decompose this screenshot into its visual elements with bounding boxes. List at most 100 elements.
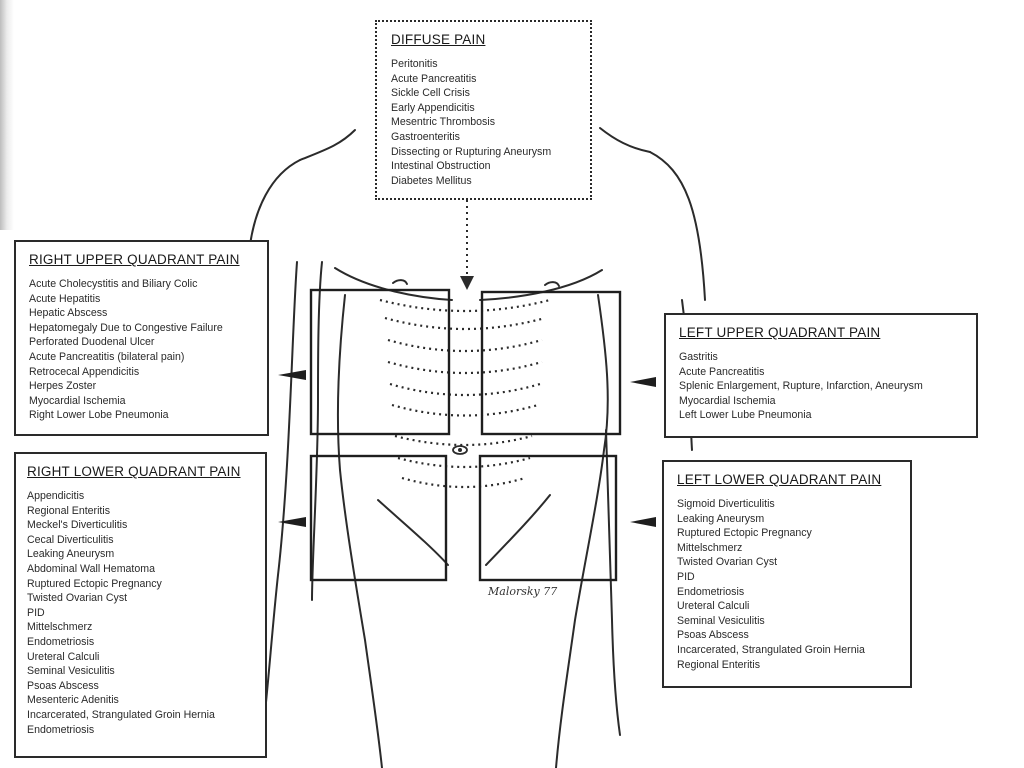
list-item: Seminal Vesiculitis	[27, 665, 115, 678]
list-item: PID	[27, 606, 45, 619]
list-item: Dissecting or Rupturing Aneurysm	[391, 145, 552, 158]
quadrant-frame-lower-left	[309, 454, 448, 582]
right-shoulder-outline	[649, 151, 706, 301]
nipple-left	[392, 279, 408, 285]
right-lower-quadrant-box: RIGHT LOWER QUADRANT PAIN Appendicitis R…	[14, 452, 267, 758]
list-item: Splenic Enlargement, Rupture, Infarction…	[679, 380, 923, 393]
list-item: Peritonitis	[391, 58, 438, 70]
arrow-luq	[630, 377, 656, 387]
list-item: Acute Pancreatitis	[391, 72, 477, 85]
navel-center	[458, 448, 462, 452]
list-item: Twisted Ovarian Cyst	[677, 556, 778, 569]
list-item: Ruptured Ectopic Pregnancy	[677, 527, 812, 540]
list-item: Abdominal Wall Hematoma	[27, 562, 155, 575]
list-item: Hepatic Abscess	[29, 307, 108, 320]
list-item: Twisted Ovarian Cyst	[27, 592, 128, 605]
left-inner-arm	[311, 261, 323, 601]
list-item: Ureteral Calculi	[27, 650, 100, 663]
pectoral-left	[334, 267, 453, 301]
list-item: Myocardial Ischemia	[679, 394, 776, 407]
quadrant-frames	[309, 288, 622, 582]
list-item: Sickle Cell Crisis	[391, 87, 470, 100]
list-item: Appendicitis	[27, 490, 85, 502]
list-item: Mesenteric Adenitis	[27, 694, 119, 707]
pointer-arrows	[278, 370, 656, 527]
rlq-list: Appendicitis Regional Enteritis Meckel's…	[27, 489, 254, 737]
torso-right-side	[555, 294, 609, 768]
diffuse-pain-box: DIFFUSE PAIN Peritonitis Acute Pancreati…	[375, 20, 592, 200]
right-flank-outline	[605, 429, 621, 736]
groin-right	[485, 494, 551, 566]
list-item: Endometriosis	[27, 635, 95, 648]
llq-title: LEFT LOWER QUADRANT PAIN	[677, 472, 882, 487]
list-item: Psoas Abscess	[27, 679, 99, 692]
list-item: Gastritis	[679, 351, 718, 363]
right-upper-quadrant-box: RIGHT UPPER QUADRANT PAIN Acute Cholecys…	[14, 240, 269, 436]
list-item: Herpes Zoster	[29, 380, 97, 393]
arrow-rlq	[278, 517, 306, 527]
left-arm-outline	[261, 261, 298, 741]
artist-signature: Malorsky 77	[488, 585, 558, 598]
list-item: Endometriosis	[27, 723, 95, 736]
list-item: Hepatomegaly Due to Congestive Failure	[29, 321, 223, 334]
list-item: Mittelschmerz	[677, 541, 743, 554]
rlq-title: RIGHT LOWER QUADRANT PAIN	[27, 464, 241, 479]
page-edge-shadow	[0, 0, 14, 230]
list-item: Acute Pancreatitis	[679, 365, 765, 378]
quadrant-frame-upper-right	[480, 290, 622, 436]
quadrant-frame-upper-left	[309, 288, 451, 436]
list-item: Perforated Duodenal Ulcer	[29, 336, 155, 349]
navel	[452, 445, 468, 455]
neck-right-line	[599, 127, 651, 153]
list-item: Myocardial Ischemia	[29, 394, 126, 407]
list-item: Regional Enteritis	[677, 658, 761, 671]
quadrant-frame-lower-right	[478, 454, 618, 582]
ruq-title: RIGHT UPPER QUADRANT PAIN	[29, 252, 240, 267]
left-upper-quadrant-box: LEFT UPPER QUADRANT PAIN Gastritis Acute…	[664, 313, 978, 438]
list-item: Leaking Aneurysm	[677, 512, 765, 525]
list-item: Acute Cholecystitis and Biliary Colic	[29, 278, 198, 290]
list-item: Early Appendicitis	[391, 101, 475, 114]
pectoral-right	[479, 269, 603, 301]
list-item: Retrocecal Appendicitis	[29, 365, 140, 378]
list-item: Leaking Aneurysm	[27, 548, 115, 561]
left-shoulder-outline	[249, 159, 301, 246]
list-item: Ruptured Ectopic Pregnancy	[27, 577, 162, 590]
list-item: Gastroenteritis	[391, 130, 460, 143]
diffuse-pain-title: DIFFUSE PAIN	[391, 32, 486, 47]
list-item: Psoas Abscess	[677, 629, 749, 642]
diffuse-pain-list: Peritonitis Acute Pancreatitis Sickle Ce…	[391, 57, 576, 188]
list-item: Right Lower Lobe Pneumonia	[29, 409, 169, 422]
nipple-right	[544, 281, 560, 287]
list-item: Left Lower Lube Pneumonia	[679, 409, 812, 422]
list-item: Intestinal Obstruction	[391, 160, 491, 173]
list-item: Acute Pancreatitis (bilateral pain)	[29, 350, 185, 363]
llq-list: Sigmoid Diverticulitis Leaking Aneurysm …	[677, 497, 897, 672]
list-item: Sigmoid Diverticulitis	[677, 498, 775, 510]
list-item: Cecal Diverticulitis	[27, 533, 114, 546]
left-lower-quadrant-box: LEFT LOWER QUADRANT PAIN Sigmoid Diverti…	[662, 460, 912, 688]
diffuse-arrow-head	[460, 276, 474, 290]
arrow-llq	[630, 517, 656, 527]
list-item: Mittelschmerz	[27, 621, 93, 634]
rib-arcs	[379, 298, 551, 489]
list-item: Mesentric Thrombosis	[391, 116, 496, 129]
list-item: Seminal Vesiculitis	[677, 614, 765, 627]
torso-left-side	[336, 294, 383, 768]
neck-left-line	[299, 129, 356, 161]
list-item: Ureteral Calculi	[677, 600, 750, 613]
list-item: PID	[677, 570, 695, 583]
list-item: Incarcerated, Strangulated Groin Hernia	[677, 643, 865, 656]
list-item: Acute Hepatitis	[29, 292, 101, 305]
ruq-list: Acute Cholecystitis and Biliary Colic Ac…	[29, 277, 254, 423]
arrow-ruq	[278, 370, 306, 380]
list-item: Meckel's Diverticulitis	[27, 519, 128, 532]
luq-list: Gastritis Acute Pancreatitis Splenic Enl…	[679, 350, 963, 423]
list-item: Endometriosis	[677, 585, 745, 598]
groin-left	[377, 499, 449, 566]
list-item: Regional Enteritis	[27, 504, 111, 517]
luq-title: LEFT UPPER QUADRANT PAIN	[679, 325, 881, 340]
list-item: Diabetes Mellitus	[391, 174, 472, 187]
list-item: Incarcerated, Strangulated Groin Hernia	[27, 708, 215, 721]
